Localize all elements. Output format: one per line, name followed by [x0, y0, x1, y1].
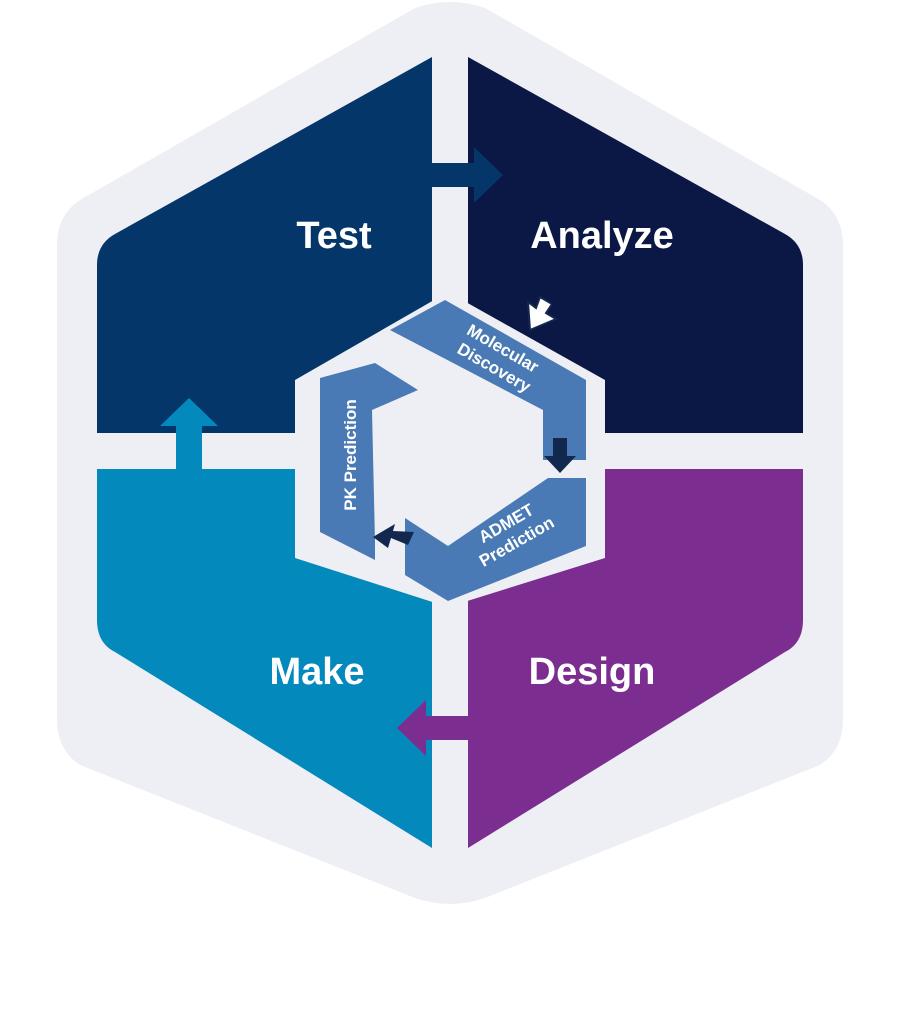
- arrow-test-to-analyze: [432, 147, 503, 203]
- quadrant-label-test: Test: [296, 215, 372, 257]
- band-molecular-discovery: [390, 300, 586, 460]
- quadrant-label-analyze: Analyze: [530, 215, 674, 257]
- step-label-pk-prediction: PK Prediction: [341, 399, 360, 510]
- quadrant-test: [97, 57, 432, 433]
- inner-arrow-analyze-to-discovery: [526, 295, 559, 332]
- quadrant-label-make: Make: [269, 651, 364, 693]
- band-pk-prediction: [320, 363, 418, 560]
- inner-arrow-admet-to-pk: [373, 524, 414, 548]
- arrow-make-to-test: [160, 398, 218, 469]
- band-admet-prediction: [405, 478, 586, 601]
- arrow-design-to-make: [397, 700, 468, 756]
- quadrant-analyze: [468, 57, 803, 433]
- quadrant-label-design: Design: [529, 651, 656, 693]
- inner-arrow-discovery-to-admet: [544, 438, 576, 473]
